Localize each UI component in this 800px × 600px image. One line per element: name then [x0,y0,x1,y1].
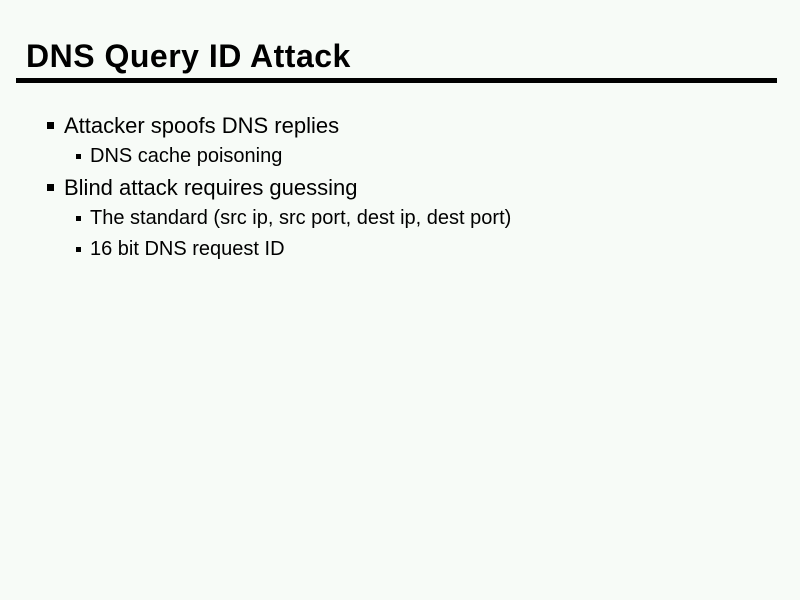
bullet-text: DNS cache poisoning [90,145,283,167]
bullet-text: 16 bit DNS request ID [90,238,285,260]
list-item: The standard (src ip, src port, dest ip,… [0,203,800,234]
square-bullet-icon [76,216,81,221]
square-bullet-icon [76,247,81,252]
list-item: DNS cache poisoning [0,141,800,172]
list-item: Blind attack requires guessing [0,172,800,203]
bullet-list: Attacker spoofs DNS replies DNS cache po… [0,110,800,265]
square-bullet-icon [47,122,54,129]
bullet-text: The standard (src ip, src port, dest ip,… [90,207,512,229]
page-title: DNS Query ID Attack [26,38,351,74]
bullet-text: Attacker spoofs DNS replies [64,112,340,138]
title-underline-rule [16,78,777,83]
list-item: Attacker spoofs DNS replies [0,110,800,141]
bullet-text: Blind attack requires guessing [64,174,358,200]
list-item: 16 bit DNS request ID [0,234,800,265]
square-bullet-icon [76,154,81,159]
square-bullet-icon [47,184,54,191]
